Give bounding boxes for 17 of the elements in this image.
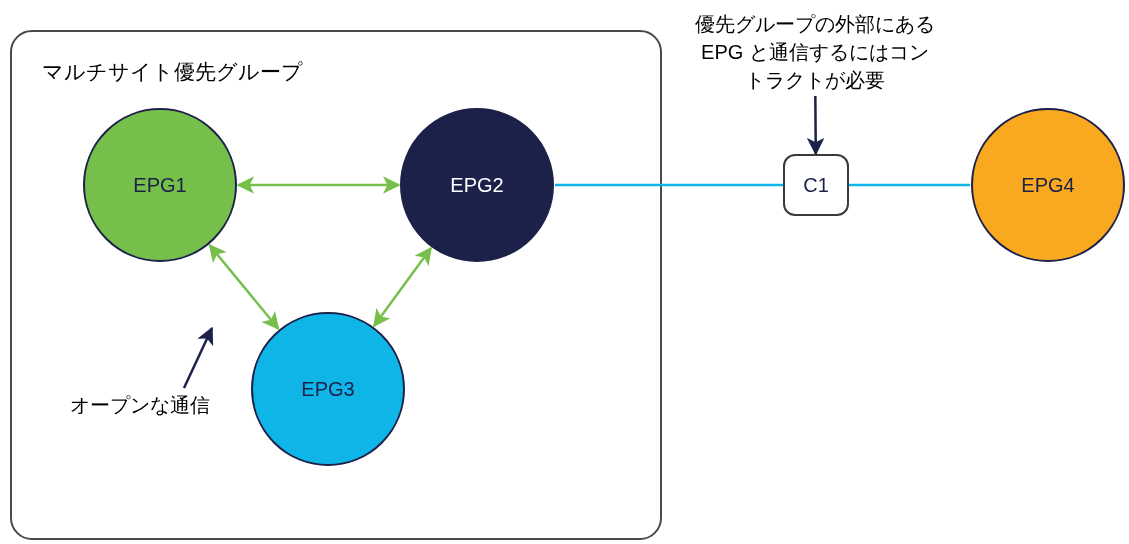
annotation-text: 優先グループの外部にあるEPG と通信するにはコントラクトが必要 <box>694 12 936 93</box>
group-frame <box>10 30 662 540</box>
group-title: マルチサイト優先グループ <box>42 59 303 85</box>
circle-label: EPG4 <box>1021 173 1075 198</box>
connector-line <box>849 183 970 187</box>
connector-line <box>555 183 783 187</box>
contract-box <box>783 154 849 216</box>
circle-label: EPG1 <box>133 173 187 198</box>
annotation-text: オープンな通信 <box>69 393 211 418</box>
circle-label: EPG2 <box>450 173 504 198</box>
arrow <box>182 326 214 389</box>
arrow <box>236 176 401 194</box>
box-label: C1 <box>803 173 829 198</box>
arrow <box>373 246 432 328</box>
circle-label: EPG3 <box>301 377 355 402</box>
arrow <box>208 244 280 330</box>
arrow <box>806 96 825 156</box>
